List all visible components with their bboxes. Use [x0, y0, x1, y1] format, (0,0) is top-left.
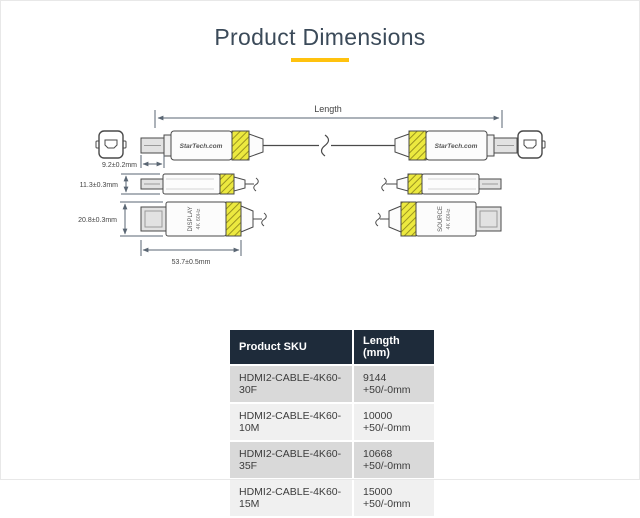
- sku-cell: HDMI2-CABLE-4K60-30F: [230, 366, 352, 402]
- length-cell: 15000 +50/-0mm: [354, 480, 434, 516]
- dimensions-diagram: Length StarTech.com StarTech.com: [78, 104, 546, 266]
- cable-connector-top-right: StarTech.com: [394, 130, 518, 161]
- connector-side-view-right: [381, 173, 502, 195]
- sku-cell: HDMI2-CABLE-4K60-35F: [230, 442, 352, 478]
- cable: [263, 134, 395, 157]
- sku-table-container: Product SKU Length (mm) HDMI2-CABLE-4K60…: [228, 328, 436, 518]
- brand-text-left: StarTech.com: [180, 143, 223, 150]
- boot: [396, 176, 409, 192]
- yellow-band: [231, 130, 250, 161]
- source-label: SOURCE: [438, 206, 444, 232]
- dim-connector-height-label: 11.3±0.3mm: [80, 182, 119, 189]
- yellow-band: [400, 201, 417, 237]
- table-row: HDMI2-CABLE-4K60-30F 9144 +50/-0mm: [230, 366, 434, 402]
- brand-text-right: StarTech.com: [435, 143, 478, 150]
- detail-line: [479, 210, 498, 228]
- page-title: Product Dimensions: [214, 24, 426, 50]
- yellow-band: [408, 130, 427, 161]
- boot: [233, 176, 246, 192]
- collar: [163, 134, 172, 157]
- dim-connector-height: 11.3±0.3mm: [80, 173, 160, 195]
- dim-connector-width: 20.8±0.3mm: [78, 201, 163, 237]
- length-label: Length: [314, 104, 342, 114]
- table-row: HDMI2-CABLE-4K60-10M 10000 +50/-0mm: [230, 404, 434, 440]
- cable-break-icon: [381, 177, 387, 192]
- source-sublabel: 4K 60Hz: [446, 208, 452, 229]
- hdmi-slot: [104, 139, 118, 149]
- yellow-band: [407, 173, 423, 195]
- hdmi-port-end-view-left: [95, 130, 127, 159]
- connector-side-view-left: [140, 173, 259, 195]
- table-row: HDMI2-CABLE-4K60-35F 10668 +50/-0mm: [230, 442, 434, 478]
- hdmi-port-end-view-right: [514, 130, 546, 159]
- dim-connector-width-label: 20.8±0.3mm: [78, 217, 117, 224]
- length-cell: 10668 +50/-0mm: [354, 442, 434, 478]
- detail-line: [144, 210, 163, 228]
- connector-body: [421, 173, 480, 195]
- cable-connector-top-left: StarTech.com: [140, 130, 264, 161]
- sku-table: Product SKU Length (mm) HDMI2-CABLE-4K60…: [228, 328, 436, 518]
- dim-plug-length-label: 9.2±0.2mm: [102, 162, 137, 169]
- length-dimension: Length: [154, 104, 503, 128]
- cable-break-icon: [261, 212, 267, 227]
- dim-plug-length: 9.2±0.2mm: [102, 155, 165, 169]
- port-shell: [98, 130, 124, 159]
- display-label: DISPLAY: [188, 207, 194, 232]
- sku-cell: HDMI2-CABLE-4K60-15M: [230, 480, 352, 516]
- collar: [486, 134, 495, 157]
- connector-top-view-left: DISPLAY 4K 60Hz: [140, 201, 267, 237]
- yellow-band: [219, 173, 235, 195]
- cable-break-icon: [375, 212, 381, 227]
- dim-connector-length-label: 53.7±0.5mm: [172, 259, 211, 266]
- boot: [248, 133, 264, 158]
- col-header-product-sku: Product SKU: [230, 330, 352, 364]
- boot: [240, 205, 254, 233]
- cable-break-icon: [253, 177, 259, 192]
- connector-top-view-right: SOURCE 4K 60Hz: [375, 201, 502, 237]
- table-row: HDMI2-CABLE-4K60-15M 15000 +50/-0mm: [230, 480, 434, 516]
- table-header-row: Product SKU Length (mm): [230, 330, 434, 364]
- dim-connector-length: 53.7±0.5mm: [140, 240, 242, 266]
- length-cell: 10000 +50/-0mm: [354, 404, 434, 440]
- boot: [394, 133, 410, 158]
- length-cell: 9144 +50/-0mm: [354, 366, 434, 402]
- title-accent-rule: [291, 58, 349, 62]
- col-header-length: Length (mm): [354, 330, 434, 364]
- yellow-band: [225, 201, 242, 237]
- boot: [388, 205, 402, 233]
- connector-body: [162, 173, 221, 195]
- sku-cell: HDMI2-CABLE-4K60-10M: [230, 404, 352, 440]
- cable-break-icon: [320, 134, 330, 157]
- hdmi-slot: [523, 139, 537, 149]
- port-shell: [517, 130, 543, 159]
- display-sublabel: 4K 60Hz: [196, 208, 202, 229]
